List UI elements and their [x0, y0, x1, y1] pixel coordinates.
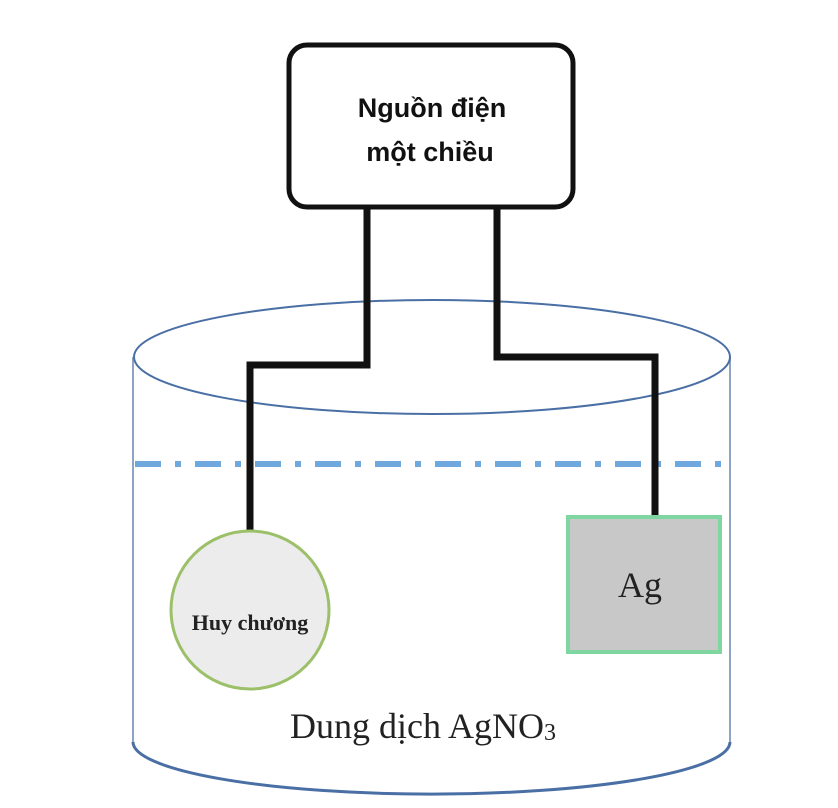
silver-anode: Ag [566, 515, 722, 654]
medal-label: Huy chương [192, 610, 308, 635]
medal-cathode: Huy chương [169, 529, 331, 691]
beaker [131, 299, 732, 796]
wire-anode [493, 207, 659, 518]
beaker-rim [133, 299, 731, 415]
power-source-line2: một chiều [366, 137, 494, 167]
solution-label: Dung dịch AgNO3 [290, 706, 556, 746]
beaker-bottom [131, 741, 732, 796]
anode-label: Ag [618, 565, 662, 605]
wire-cathode [246, 207, 371, 532]
power-source-line1: Nguồn điện [358, 93, 506, 123]
solution-subscript: 3 [544, 720, 556, 746]
power-source-box: Nguồn điện một chiều [286, 42, 576, 210]
